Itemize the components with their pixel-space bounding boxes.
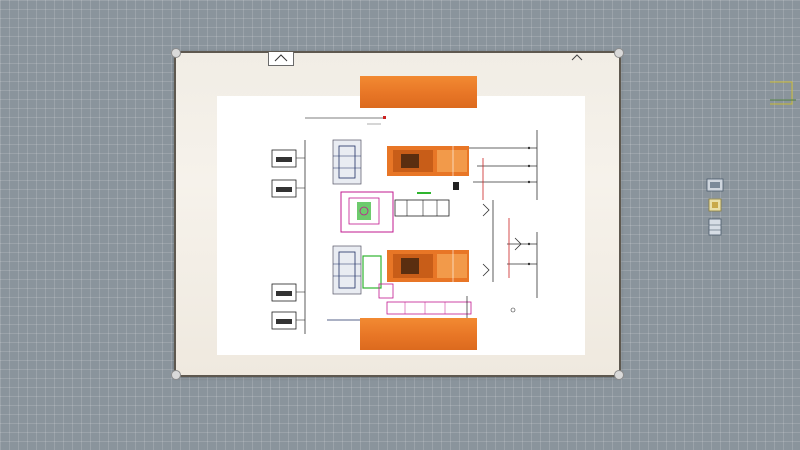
board-tab-right[interactable] (570, 52, 584, 65)
drawing-board[interactable] (171, 48, 624, 380)
note-icon[interactable] (705, 197, 725, 213)
schematic-diagram (271, 116, 538, 334)
resize-handle-bottom-right[interactable] (614, 370, 624, 380)
header-title-bar[interactable] (360, 76, 477, 108)
middle-assembly (340, 182, 459, 233)
left-device-group (271, 149, 297, 330)
floating-tool-panel[interactable] (705, 177, 727, 243)
collapse-arrow-icon (274, 54, 288, 62)
upper-equipment-block (332, 139, 469, 185)
collapse-arrow-icon (571, 54, 583, 61)
schematic-sheet (217, 96, 585, 355)
scroll-corner-indicator[interactable] (768, 80, 798, 110)
board-tab-left[interactable] (268, 52, 294, 66)
resize-handle-bottom-left[interactable] (171, 370, 181, 380)
right-distribution (469, 130, 538, 298)
resize-handle-top-right[interactable] (614, 48, 624, 58)
lower-equipment-block (332, 245, 469, 299)
resize-handle-top-left[interactable] (171, 48, 181, 58)
footer-title-bar[interactable] (360, 318, 477, 350)
device-icon[interactable] (705, 177, 725, 193)
equipment-icon[interactable] (705, 217, 725, 237)
